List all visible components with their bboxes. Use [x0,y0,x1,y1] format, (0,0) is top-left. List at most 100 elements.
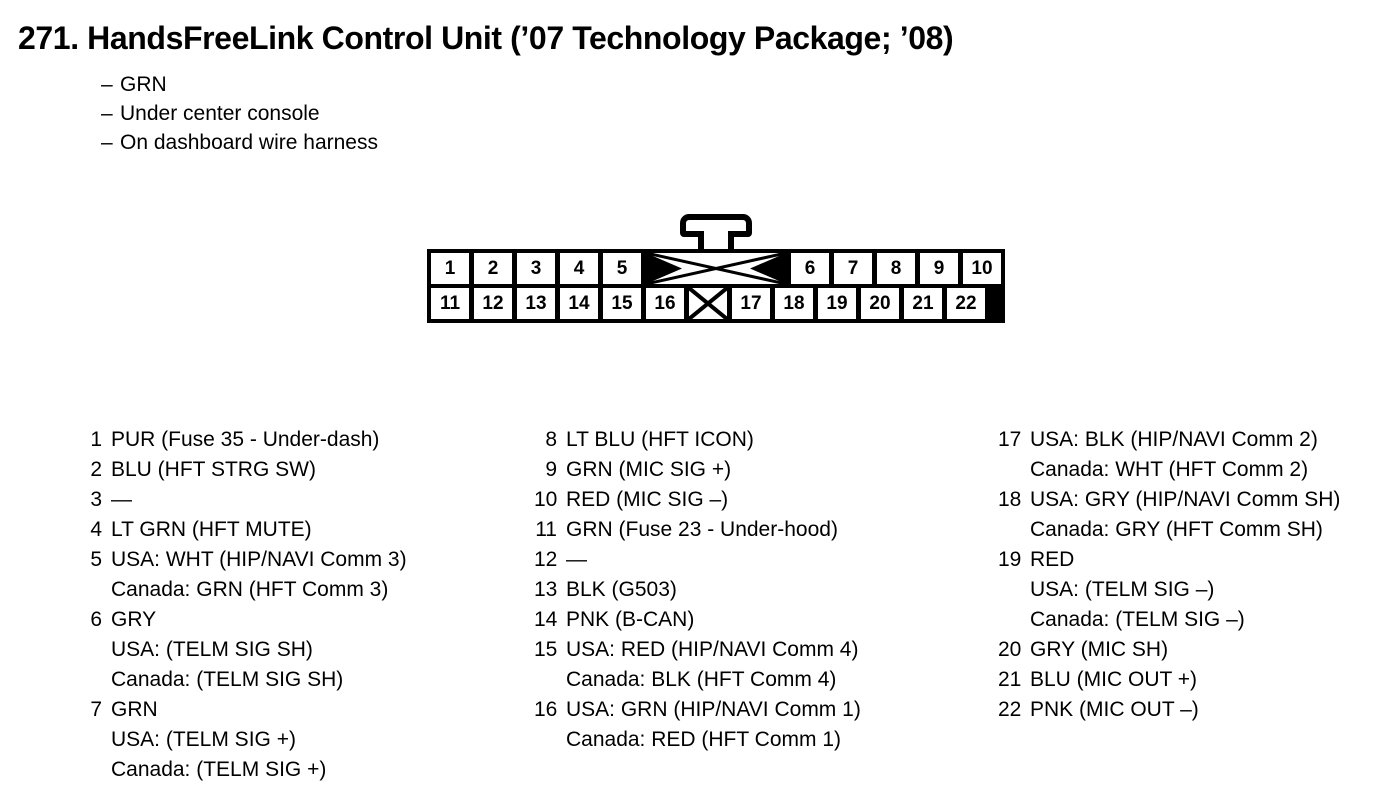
pin-row: 12 — [534,548,861,578]
connector-pin-cell: 3 [517,253,555,284]
pin-description: RED [1030,548,1075,571]
pin-description: Canada: WHT (HFT Comm 2) [1030,458,1309,481]
pin-description: LT BLU (HFT ICON) [566,428,754,451]
connector-pin-cell: 19 [818,288,856,319]
pin-number: 11 [535,518,557,541]
pin-description: Canada: GRY (HFT Comm SH) [1030,518,1323,541]
connector-pin-cell: 13 [517,288,555,319]
connector-pin-cell: 6 [791,253,829,284]
pin-number: 13 [534,578,558,601]
pin-number: 12 [534,548,558,571]
connector-pin-cell: 22 [947,288,985,319]
connector-pin-cell: 2 [474,253,512,284]
pin-number: 22 [998,698,1022,721]
pin-number: 17 [998,428,1022,451]
pin-row-continuation: 16Canada: RED (HFT Comm 1) [534,728,861,758]
pin-description: USA: (TELM SIG –) [1030,578,1215,601]
connector-pin-cell: 17 [732,288,770,319]
pin-entry: 8 LT BLU (HFT ICON) [534,428,861,458]
pin-number: 7 [90,698,102,721]
page-title: 271. HandsFreeLink Control Unit (’07 Tec… [18,20,954,56]
pin-number: 19 [998,548,1022,571]
pin-description: USA: RED (HIP/NAVI Comm 4) [566,638,859,661]
pin-number: 8 [545,428,557,451]
pin-number: 5 [90,548,102,571]
pin-description: BLU (HFT STRG SW) [111,458,316,481]
pin-row-continuation: 19Canada: (TELM SIG –) [998,608,1340,638]
connector-pin-cell: 1 [431,253,469,284]
pin-description: USA: (TELM SIG SH) [111,638,313,661]
connector-pin-cell: 15 [603,288,641,319]
pin-description: LT GRN (HFT MUTE) [111,518,312,541]
pin-number: 9 [545,458,557,481]
pin-number: 10 [534,488,558,511]
pin-description: Canada: RED (HFT Comm 1) [566,728,842,751]
connector-pin-cell: 11 [431,288,469,319]
connector-pin-cell: 14 [560,288,598,319]
pin-description: Canada: (TELM SIG –) [1030,608,1245,631]
connector-latch-icon [680,214,752,252]
pin-description: Canada: (TELM SIG +) [111,758,327,781]
note-label: On dashboard wire harness [120,131,378,154]
pin-number: 6 [90,608,102,631]
pin-number: 15 [534,638,558,661]
pin-row-continuation: 19USA: (TELM SIG –) [998,578,1340,608]
connector-blank-cell [689,288,727,319]
pin-row: 15 USA: RED (HIP/NAVI Comm 4) [534,638,861,668]
pin-number: 21 [998,668,1022,691]
connector-pin-cell: 21 [904,288,942,319]
note-label: Under center console [120,102,320,125]
pin-number: 18 [998,488,1022,511]
pin-row: 8 LT BLU (HFT ICON) [534,428,861,458]
pin-row: 17 USA: BLK (HIP/NAVI Comm 2) [998,428,1340,458]
pin-row: 7 GRN [79,698,407,728]
pin-description: Canada: BLK (HFT Comm 4) [566,668,837,691]
pin-description: Canada: GRN (HFT Comm 3) [111,578,389,601]
pin-description: USA: BLK (HIP/NAVI Comm 2) [1030,428,1318,451]
pin-entry: 3— [79,488,407,518]
pin-description: USA: GRY (HIP/NAVI Comm SH) [1030,488,1341,511]
pin-description: USA: (TELM SIG +) [111,728,296,751]
pin-entry: 6GRY6USA: (TELM SIG SH)6Canada: (TELM SI… [79,608,407,698]
pin-description: PNK (B-CAN) [566,608,695,631]
connector-pin-cell: 7 [834,253,872,284]
pin-row-continuation: 5Canada: GRN (HFT Comm 3) [79,578,407,608]
pin-description: — [566,548,587,571]
pin-description: GRN [111,698,158,721]
connector-pin-cell: 12 [474,288,512,319]
connector-pin-cell: 8 [877,253,915,284]
connector-pin-cell: 9 [920,253,958,284]
note-item: –On dashboard wire harness [101,131,378,160]
connector-blank-cell [646,253,786,284]
pin-number: 3 [90,488,102,511]
note-item: –GRN [101,73,378,102]
pin-row: 19 RED [998,548,1340,578]
pin-row-continuation: 17Canada: WHT (HFT Comm 2) [998,458,1340,488]
pin-entry: 17 USA: BLK (HIP/NAVI Comm 2) 17Canada: WH… [998,428,1340,488]
pin-row-continuation: 7Canada: (TELM SIG +) [79,758,407,788]
pin-entry: 15 USA: RED (HIP/NAVI Comm 4)15Canada: BL… [534,638,861,698]
